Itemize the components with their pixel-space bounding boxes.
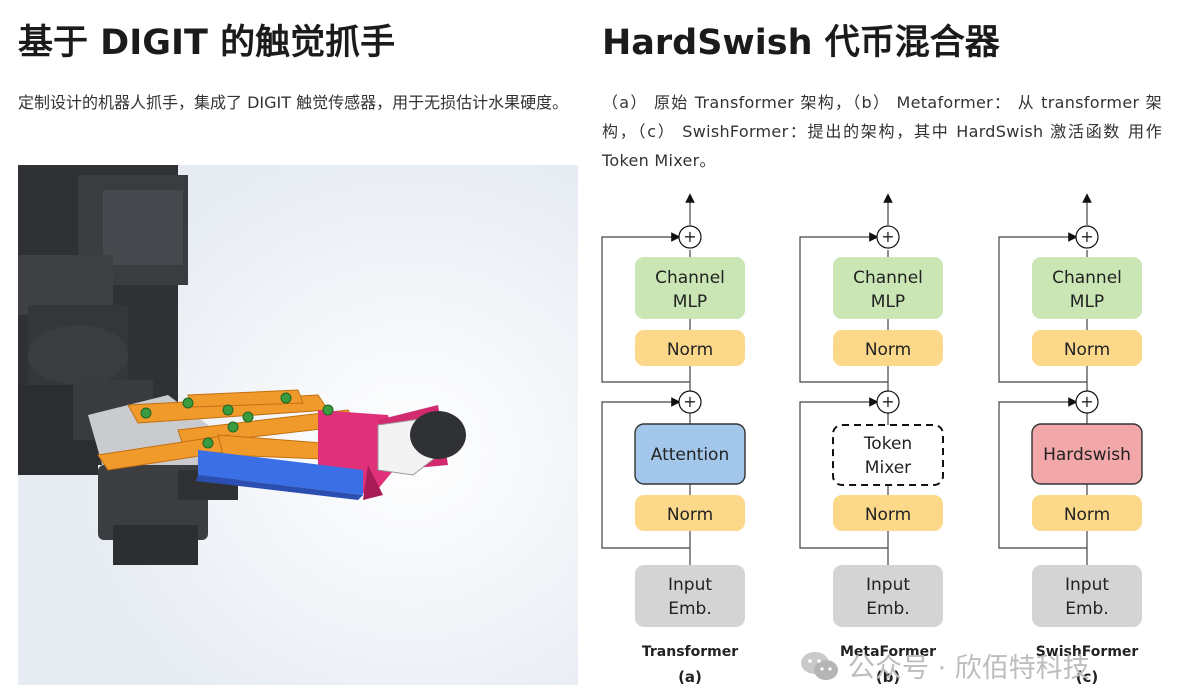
- col-2-token-mixer-label-1: Token: [863, 434, 912, 454]
- col-1-input-embedding-label-2: Emb.: [668, 599, 712, 619]
- col-3-hardswish-label: Hardswish: [1043, 445, 1131, 465]
- col-3-residual-upper: [998, 232, 1087, 383]
- right-title: HardSwish 代币混合器: [602, 23, 1000, 63]
- col-1-norm-bottom-box: [635, 495, 745, 531]
- col-2-channel-mlp-box: [833, 257, 943, 319]
- fingertip: [377, 411, 466, 476]
- gripper-illustration: [18, 165, 578, 685]
- wechat-icon: [801, 651, 838, 680]
- col-2-channel-mlp-label-1: Channel: [853, 268, 923, 288]
- col-2-add-node-top: [876, 225, 900, 249]
- col-3-input-embedding-box: [1032, 565, 1142, 627]
- col-1-attention-outline: [634, 423, 746, 485]
- col-2-input-embedding-box: [833, 565, 943, 627]
- col-1-norm-top-box: [635, 330, 745, 366]
- col-1-channel-mlp-box: [635, 257, 745, 319]
- col-2-add-node-middle: [876, 390, 900, 414]
- col-1-input-embedding-box: [635, 565, 745, 627]
- col-3-norm-bottom-box: [1032, 495, 1142, 531]
- col-1-add-node-middle: [678, 390, 702, 414]
- col-1-norm-bottom-label: Norm: [667, 505, 713, 525]
- col-1-attention-label: Attention: [651, 445, 729, 465]
- watermark-text: 公众号 · 欣佰特科技: [848, 653, 1090, 684]
- col-1-residual-upper: [601, 232, 690, 383]
- col-3-norm-bottom-label: Norm: [1064, 505, 1110, 525]
- col-3-channel-mlp-box: [1032, 257, 1142, 319]
- col-1-channel-mlp-label-1: Channel: [655, 268, 725, 288]
- col-1-input-embedding-label-1: Input: [668, 575, 712, 595]
- col-1-architecture-letter: (a): [678, 668, 702, 686]
- col-2-norm-top-label: Norm: [865, 340, 911, 360]
- col-2-norm-top-box: [833, 330, 943, 366]
- col-2-architecture-letter: (b): [876, 668, 900, 686]
- col-3-channel-mlp-label-2: MLP: [1070, 292, 1104, 312]
- col-2-residual-upper: [799, 232, 888, 383]
- col-3-residual-lower: [998, 397, 1087, 549]
- col-2-token-mixer-label-2: Mixer: [865, 458, 911, 478]
- col-3-add-node-top-symbol: +: [1080, 227, 1093, 246]
- col-2-input-embedding-label-1: Input: [866, 575, 910, 595]
- col-1-add-node-top: [678, 225, 702, 249]
- col-3-input-embedding-label-2: Emb.: [1065, 599, 1109, 619]
- col-2-architecture-name: MetaFormer: [840, 644, 936, 660]
- col-3-architecture-letter: (c): [1076, 668, 1099, 686]
- col-1-architecture-name: Transformer: [642, 644, 738, 660]
- col-3-hardswish-box: [1032, 424, 1142, 484]
- col-3-add-node-top: [1075, 225, 1099, 249]
- joint-pins: [140, 392, 334, 449]
- architecture-diagram: ++ChannelMLPNormAttentionNormInputEmb.Tr…: [601, 193, 1143, 686]
- col-1-channel-mlp-label-2: MLP: [673, 292, 707, 312]
- col-2-residual-lower: [799, 397, 888, 549]
- left-title: 基于 DIGIT 的触觉抓手: [18, 23, 396, 63]
- col-3-input-embedding-label-1: Input: [1065, 575, 1109, 595]
- col-2-channel-mlp-label-2: MLP: [871, 292, 905, 312]
- col-3-add-node-middle: [1075, 390, 1099, 414]
- digit-sensor: [196, 450, 363, 500]
- col-1-residual-lower: [601, 397, 690, 549]
- col-3-channel-mlp-label-1: Channel: [1052, 268, 1122, 288]
- col-3-architecture-name: SwishFormer: [1036, 644, 1139, 660]
- col-1-norm-top-label: Norm: [667, 340, 713, 360]
- col-2-add-node-middle-symbol: +: [881, 392, 894, 411]
- col-3-add-node-middle-symbol: +: [1080, 392, 1093, 411]
- col-3-hardswish-outline: [1031, 423, 1143, 485]
- right-description: （a） 原始 Transformer 架构，（b） Metaformer： 从 …: [602, 93, 1162, 170]
- watermark: 公众号 · 欣佰特科技: [800, 646, 1090, 685]
- left-description: 定制设计的机器人抓手，集成了 DIGIT 触觉传感器，用于无损估计水果硬度。: [18, 93, 569, 112]
- col-1-add-node-middle-symbol: +: [683, 392, 696, 411]
- col-3-norm-top-label: Norm: [1064, 340, 1110, 360]
- col-2-add-node-top-symbol: +: [881, 227, 894, 246]
- col-3-norm-top-box: [1032, 330, 1142, 366]
- col-1-attention-box: [635, 424, 745, 484]
- col-2-norm-bottom-label: Norm: [865, 505, 911, 525]
- col-2-input-embedding-label-2: Emb.: [866, 599, 910, 619]
- col-2-token-mixer-box: [832, 424, 944, 486]
- col-2-norm-bottom-box: [833, 495, 943, 531]
- col-1-add-node-top-symbol: +: [683, 227, 696, 246]
